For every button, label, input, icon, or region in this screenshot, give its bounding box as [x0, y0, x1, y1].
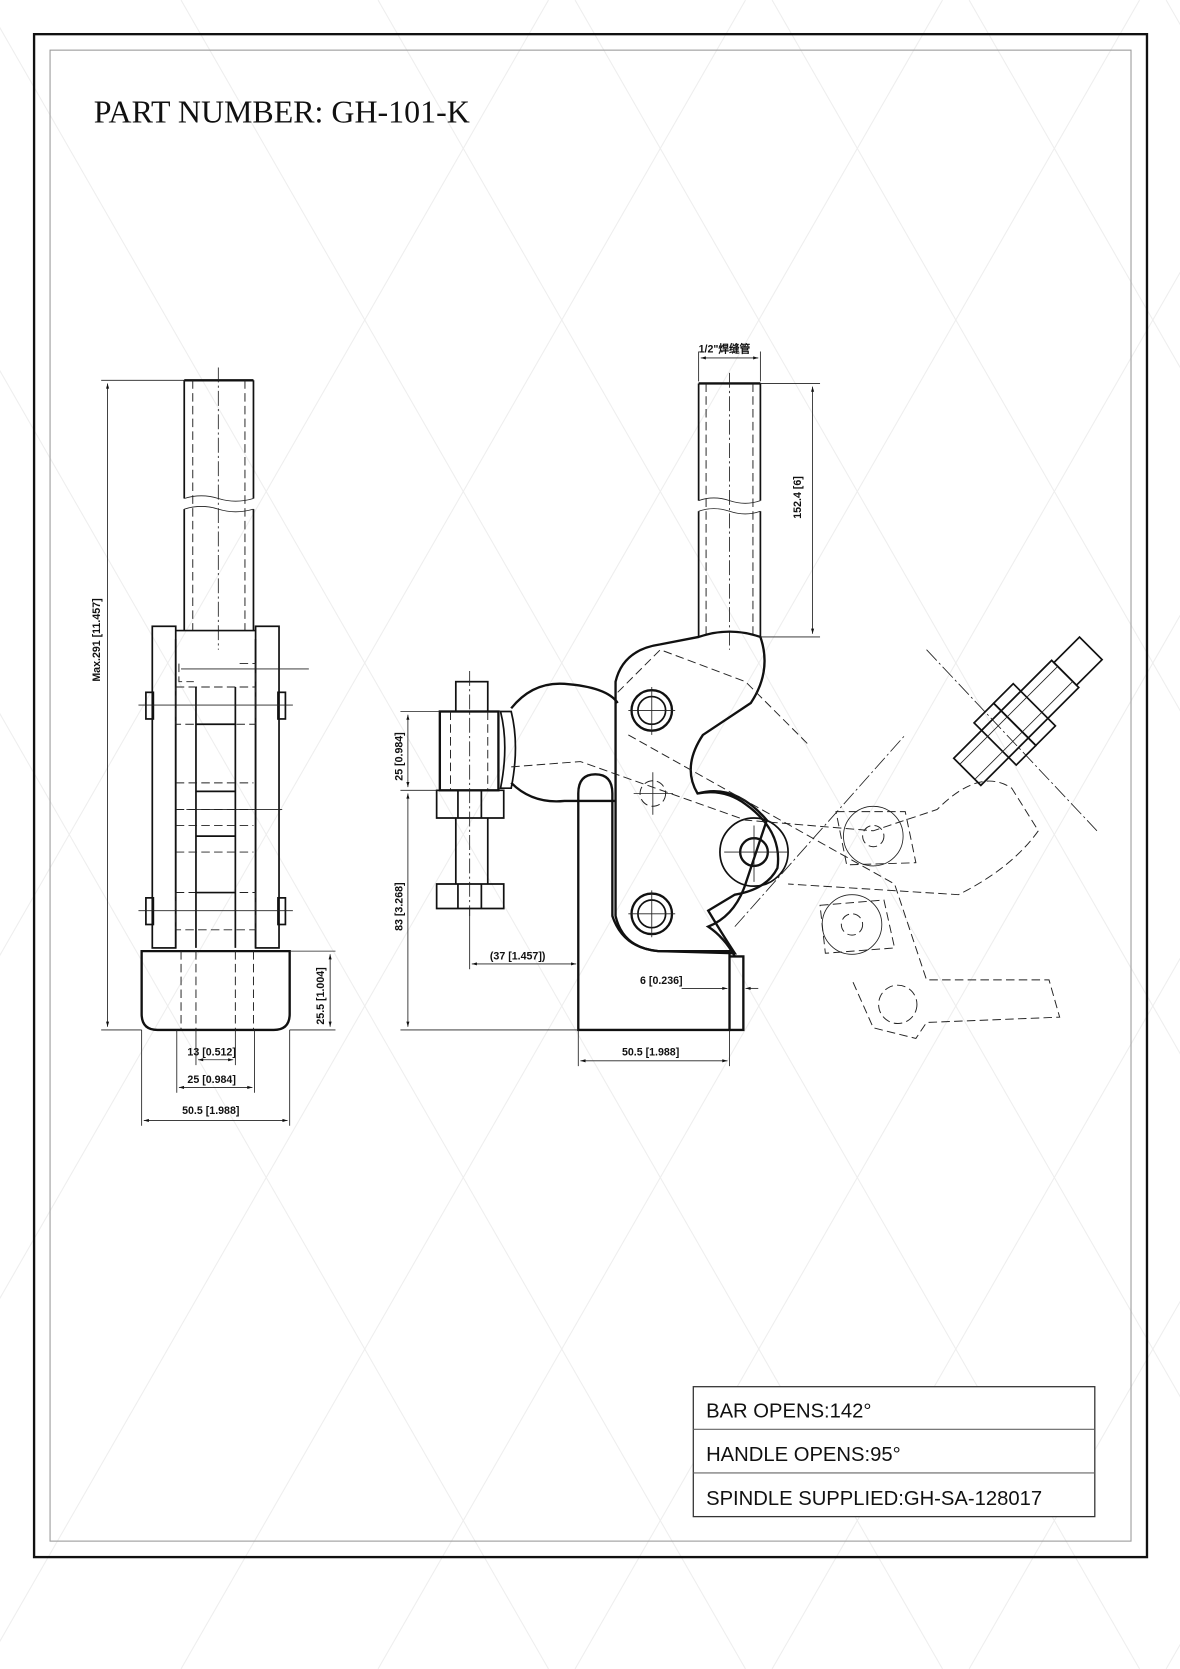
outer-border	[32, 32, 1149, 1559]
watermark-line	[0, 0, 549, 957]
base-side	[140, 949, 291, 1032]
watermark-line	[0, 0, 943, 1643]
svg-text:152.4 [6]: 152.4 [6]	[792, 476, 804, 519]
watermark-line	[377, 271, 1180, 1669]
svg-text:6 [0.236]: 6 [0.236]	[640, 975, 683, 987]
dimension-inner-width: 13 [0.512]	[187, 1029, 236, 1066]
svg-text:50.5 [1.988]: 50.5 [1.988]	[182, 1105, 239, 1117]
svg-text:(37 [1.457]): (37 [1.457])	[490, 951, 546, 963]
dimension-tube-length: 152.4 [6]	[760, 383, 821, 638]
spec-handle-opens: HANDLE OPENS:95°	[706, 1444, 901, 1466]
handle-link	[614, 630, 789, 955]
watermark-line	[968, 0, 1180, 369]
dimension-base-height: 25.5 [1.004]	[289, 950, 336, 1031]
watermark-line	[0, 369, 746, 1669]
dimension-mid-width: 25 [0.984]	[176, 1029, 255, 1093]
part-number-title: PART NUMBER: GH-101-K	[94, 95, 470, 130]
watermark-line	[180, 0, 1140, 1669]
dimension-tube-spec: 1/2"焊缝管	[698, 343, 761, 382]
watermark-line	[1165, 0, 1180, 26]
svg-text:1/2"焊缝管: 1/2"焊缝管	[699, 343, 751, 356]
dimension-spindle-offset: (37 [1.457])	[469, 908, 577, 970]
dimension-base-step: 6 [0.236]	[640, 975, 759, 990]
watermark-line	[1165, 1643, 1180, 1669]
watermark-line	[0, 0, 746, 1300]
svg-text:50.5 [1.988]: 50.5 [1.988]	[622, 1046, 679, 1058]
spindle	[435, 671, 505, 916]
dimension-base-width: 50.5 [1.988]	[141, 1029, 291, 1126]
dimension-overall-height: Max.291 [11.457]	[91, 379, 185, 1031]
front-view: 1/2"焊缝管 152.4 [6] 25 [0.984] 83 [3.268] …	[394, 343, 1104, 1067]
spec-spindle-supplied: SPINDLE SUPPLIED:GH-SA-128017	[706, 1488, 1042, 1510]
spec-table: BAR OPENS:142° HANDLE OPENS:95° SPINDLE …	[692, 1386, 1096, 1518]
svg-text:13 [0.512]: 13 [0.512]	[187, 1046, 235, 1058]
base-front	[577, 773, 769, 1032]
clamping-arm	[499, 682, 619, 803]
dimension-base-length: 50.5 [1.988]	[577, 1029, 730, 1067]
dimension-spindle-height: 83 [3.268]	[394, 793, 579, 1031]
watermark-line	[0, 712, 549, 1669]
svg-text:25 [0.984]: 25 [0.984]	[394, 732, 406, 780]
spec-bar-opens: BAR OPENS:142°	[706, 1401, 871, 1423]
watermark-line	[771, 0, 1180, 712]
watermark-line	[968, 1300, 1180, 1669]
svg-text:25.5 [1.004]: 25.5 [1.004]	[315, 967, 327, 1024]
svg-text:Max.291 [11.457]: Max.291 [11.457]	[91, 598, 103, 681]
clamp-body-side	[138, 625, 309, 949]
side-view: Max.291 [11.457] 25.5 [1.004] 13 [0.512]…	[91, 367, 336, 1126]
handle-tube-front	[697, 372, 762, 650]
open-spindle	[952, 635, 1104, 787]
open-position-outline	[511, 635, 1104, 1039]
inner-border	[49, 49, 1132, 1542]
dimension-spindle-thread: 25 [0.984]	[394, 711, 440, 791]
svg-text:25 [0.984]: 25 [0.984]	[187, 1074, 235, 1086]
handle-tube-side	[183, 367, 255, 650]
svg-text:83 [3.268]: 83 [3.268]	[394, 882, 406, 930]
